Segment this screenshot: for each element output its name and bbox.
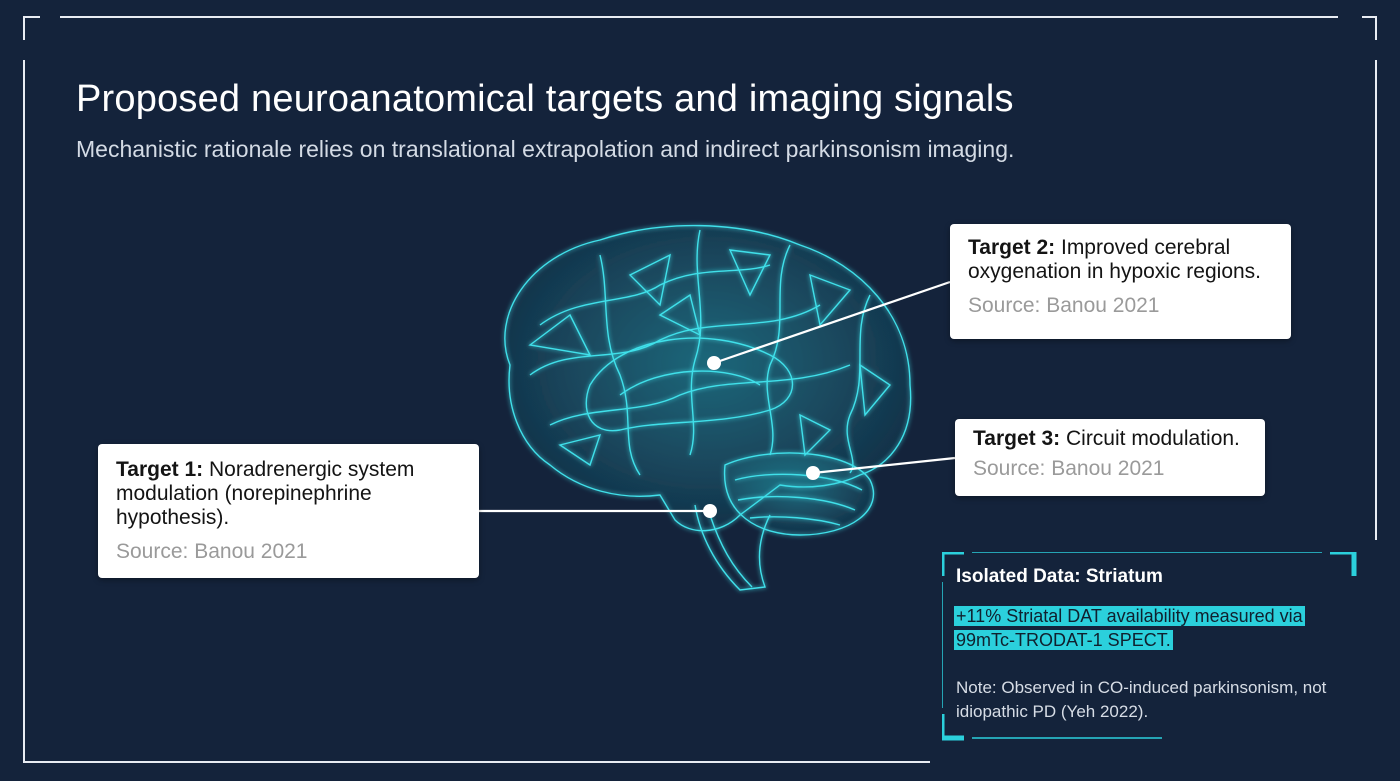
target-3-source: Source: Banou 2021 <box>973 457 1165 480</box>
target-2-text: Improved cerebral oxygenation in hypoxic… <box>968 236 1262 283</box>
target-1-source: Source: Banou 2021 <box>116 540 308 563</box>
target-2-source: Source: Banou 2021 <box>968 294 1160 317</box>
page-title: Proposed neuroanatomical targets and ima… <box>76 78 1014 120</box>
target-3-text: Circuit modulation. <box>1065 427 1240 450</box>
target-1-card: Target 1: Noradrenergic system modulatio… <box>98 444 479 578</box>
target-3-label: Target 3: <box>973 427 1061 450</box>
highlight-text: +11% Striatal DAT availability measured … <box>954 606 1305 650</box>
target-3-body: Target 3: Circuit modulation. <box>973 427 1247 451</box>
target-3-card: Target 3: Circuit modulation. Source: Ba… <box>955 419 1265 496</box>
target-2-label: Target 2: <box>968 236 1056 259</box>
brain-wireframe-illustration <box>470 215 940 605</box>
isolated-data-title: Isolated Data: Striatum <box>956 566 1163 587</box>
target-2-body: Target 2: Improved cerebral oxygenation … <box>968 236 1273 284</box>
panel-bracket-frame <box>942 552 1357 741</box>
isolated-data-note: Note: Observed in CO-induced parkinsonis… <box>956 678 1327 721</box>
page-subtitle: Mechanistic rationale relies on translat… <box>76 136 1015 162</box>
target-1-text: Noradrenergic system modulation (norepin… <box>116 458 415 529</box>
target-1-body: Target 1: Noradrenergic system modulatio… <box>116 458 461 530</box>
target-2-card: Target 2: Improved cerebral oxygenation … <box>950 224 1291 339</box>
isolated-data-panel: Isolated Data: Striatum +11% Striatal DA… <box>942 552 1357 741</box>
target-1-label: Target 1: <box>116 458 204 481</box>
isolated-data-highlight: +11% Striatal DAT availability measured … <box>954 604 1306 652</box>
